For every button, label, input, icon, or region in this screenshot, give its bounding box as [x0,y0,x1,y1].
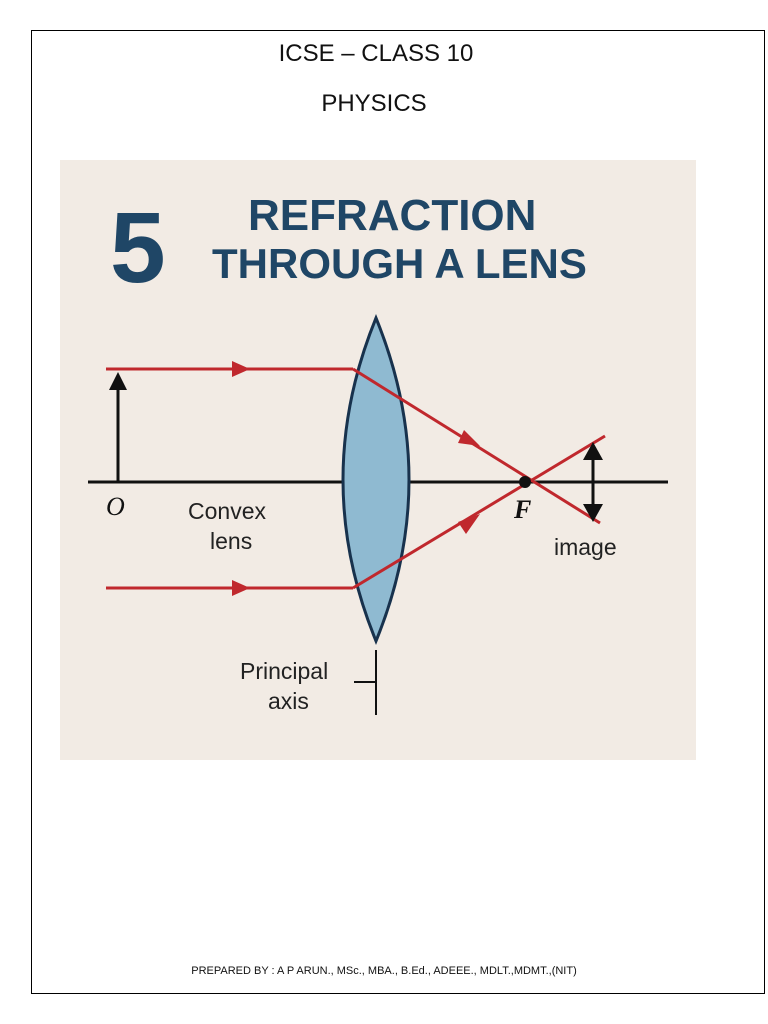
refracted-ray-bottom-arrow [458,514,480,534]
refracted-ray-bottom [352,434,606,590]
axis-label-bracket [354,650,377,715]
chapter-title-line1: REFRACTION [248,191,536,240]
subject-heading: PHYSICS [321,90,427,117]
lens-diagram: 5 REFRACTION THROUGH A LENS O Convex len… [88,191,668,715]
chapter-title-line2: THROUGH A LENS [212,240,587,287]
focus-point [519,476,531,488]
convex-lens [341,314,411,645]
principal-axis-label-line1: Principal [240,658,328,684]
principal-axis-label-line2: axis [268,688,309,714]
refracted-ray-top [352,367,601,525]
focus-label: F [513,495,531,524]
convex-lens-label-line1: Convex [188,498,266,524]
cover-illustration: 5 REFRACTION THROUGH A LENS O Convex len… [60,160,696,760]
object-arrow-head [109,372,127,390]
object-label: O [106,492,125,521]
prepared-by-footer: PREPARED BY : A P ARUN., MSc., MBA., B.E… [191,965,577,977]
image-label: image [554,534,617,560]
image-arrow-head-bottom [583,504,603,522]
refracted-ray-top-arrow [458,430,480,446]
convex-lens-label-line2: lens [210,528,252,554]
chapter-number: 5 [110,192,166,304]
course-heading: ICSE – CLASS 10 [278,40,474,67]
incident-ray-bottom-arrow [232,580,250,596]
page-border [31,30,765,994]
image-arrow-head-top [583,442,603,460]
incident-ray-top-arrow [232,361,250,377]
